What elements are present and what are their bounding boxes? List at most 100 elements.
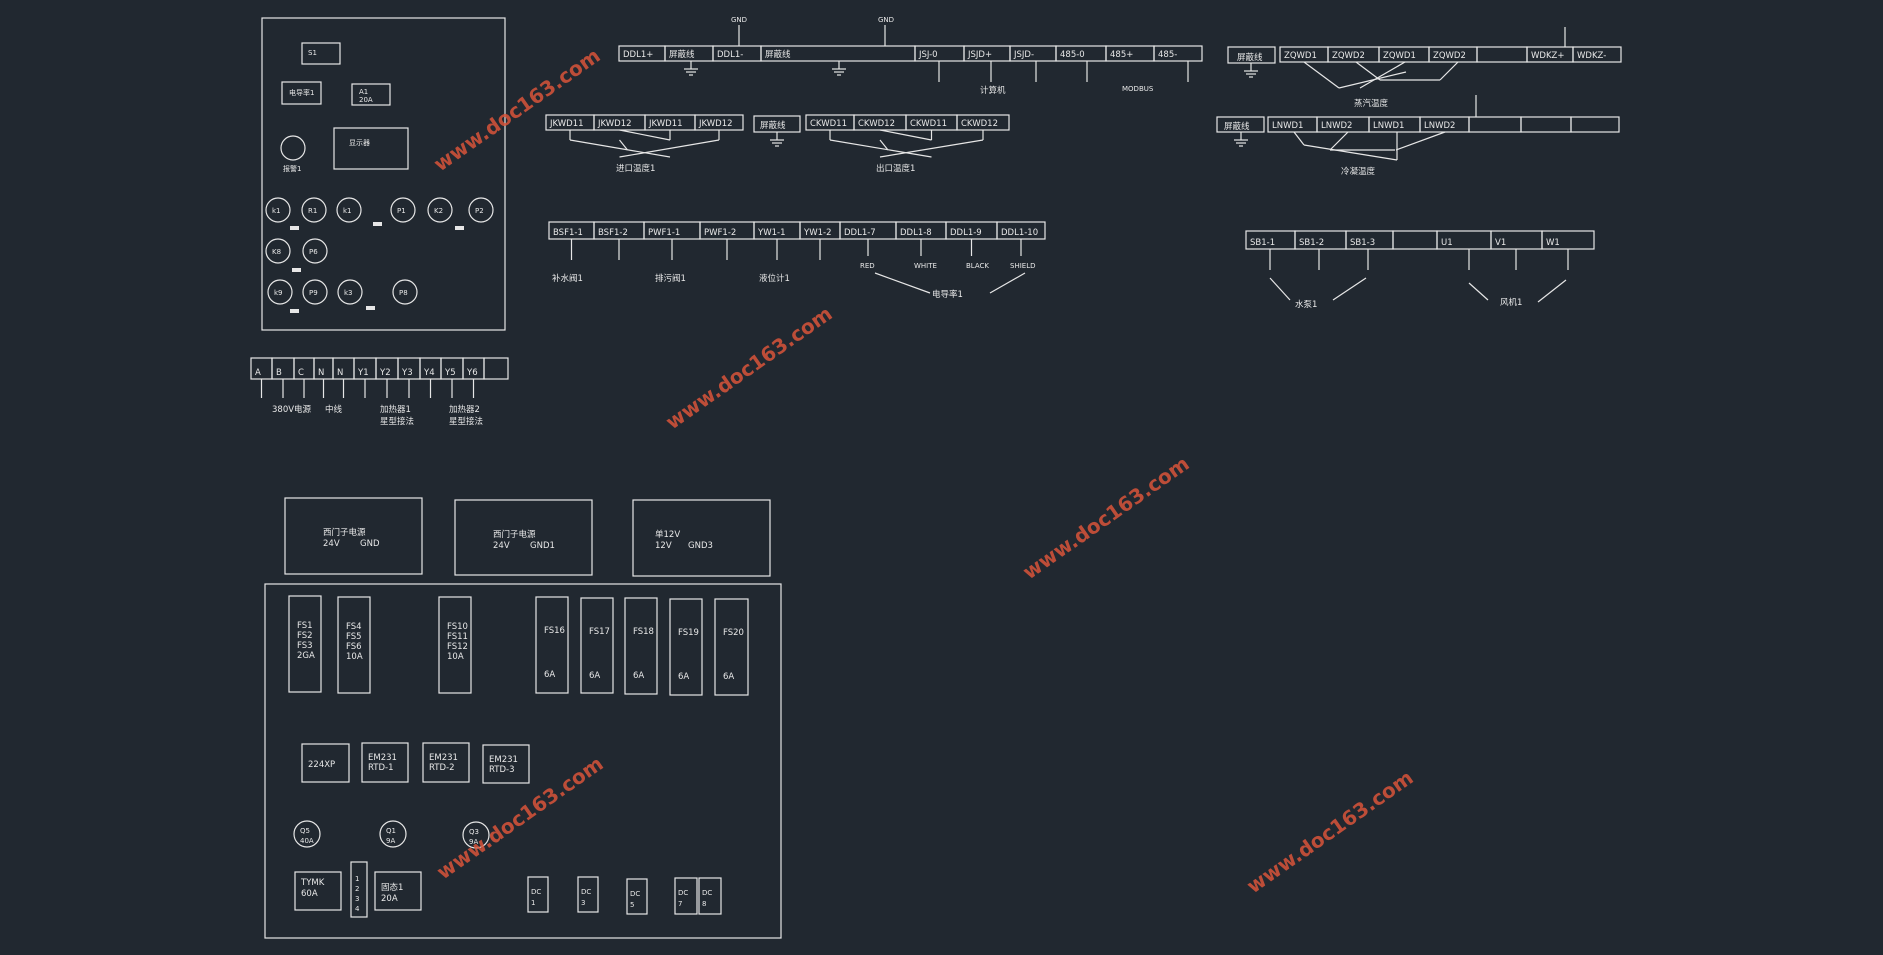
- caption: MODBUS: [1122, 85, 1154, 93]
- temp-strip-label: JKWD12: [597, 119, 632, 129]
- fuse-label: FS18: [633, 627, 654, 637]
- panel-label: 20A: [359, 96, 373, 104]
- supply-label: GND1: [530, 541, 555, 551]
- indicator-label: P1: [397, 207, 406, 215]
- steam-strip-label: ZQWD1: [1383, 51, 1416, 61]
- top-strip-label: 485+: [1110, 50, 1133, 60]
- indicator-lamp: [337, 279, 363, 305]
- temp-wire: [1329, 131, 1349, 151]
- valve-strip-label: DDL1-9: [950, 228, 982, 238]
- fuse-label: 6A: [678, 672, 689, 682]
- indicator-lamp: [392, 279, 418, 305]
- panel-label: A1: [359, 88, 368, 96]
- power-terminal-cell: [293, 357, 315, 380]
- indicator-lamp: [302, 279, 328, 305]
- motor-wire: [1537, 279, 1567, 303]
- fuse: [288, 595, 322, 693]
- valve-strip-label: DDL1-7: [844, 228, 876, 238]
- cooling-strip-cell: [1468, 116, 1522, 133]
- power-terminal-label: C: [298, 368, 304, 378]
- indicator-label: P6: [309, 248, 318, 256]
- indicator-lamp: [265, 197, 291, 223]
- fuse: [535, 596, 569, 694]
- breaker-label: 40A: [300, 837, 314, 845]
- dc-label: 3: [581, 899, 585, 907]
- power-terminal-label: N: [337, 368, 343, 378]
- supply-label: GND: [360, 539, 380, 549]
- temp-wire: [1355, 61, 1381, 81]
- conductivity-meter: [281, 81, 322, 105]
- fuse-label: FS1: [297, 621, 313, 631]
- selector-switch-mark: [290, 309, 299, 313]
- valve-strip-label: DDL1-10: [1001, 228, 1038, 238]
- valve-strip-label: YW1-1: [757, 228, 785, 238]
- power-terminal-label: Y5: [444, 368, 456, 378]
- pump-fan-strip-label: SB1-1: [1250, 238, 1275, 248]
- dc-label: 1: [531, 899, 535, 907]
- temp-wire: [619, 139, 720, 158]
- caption: 水泵1: [1295, 299, 1317, 310]
- motor-wire: [1332, 277, 1367, 301]
- cooling-strip-cell: [1520, 116, 1572, 133]
- fuse-label: FS4: [346, 622, 362, 632]
- indicator-label: P2: [475, 207, 484, 215]
- gnd-label: GND: [731, 16, 747, 24]
- power-terminal-cell: [483, 357, 509, 380]
- plc-module: [482, 744, 530, 784]
- indicator-label: K2: [434, 207, 443, 215]
- dc-relay: [674, 877, 698, 915]
- selector-switch-mark: [366, 306, 375, 310]
- terminal-number: 3: [355, 895, 359, 903]
- solid-state-relay: [374, 871, 422, 911]
- panel-label: S1: [308, 49, 317, 57]
- power-terminal-label: Y4: [423, 368, 435, 378]
- fuse-label: 6A: [723, 672, 734, 682]
- watermark: www.doc163.com: [432, 751, 608, 884]
- fuse-label: FS3: [297, 641, 313, 651]
- supply-label: 西门子电源: [323, 527, 366, 538]
- switch-s1: [301, 42, 341, 65]
- top-strip-label: 485-0: [1060, 50, 1085, 60]
- pump-fan-strip-label: SB1-3: [1350, 238, 1375, 248]
- steam-strip-label: ZQWD2: [1433, 51, 1466, 61]
- caption: 风机1: [1500, 297, 1522, 308]
- top-strip-label: JSJ-0: [918, 50, 938, 60]
- caption: 中线: [325, 404, 343, 415]
- conductivity-wire: [989, 272, 1026, 294]
- dc-label: 7: [678, 900, 682, 908]
- fuse-label: 6A: [633, 671, 644, 681]
- temp-strip-label: CKWD12: [858, 119, 895, 129]
- temp-wire: [1395, 131, 1446, 151]
- fuse-label: 6A: [589, 671, 600, 681]
- temp-wire: [879, 129, 932, 141]
- watermark: www.doc163.com: [1018, 451, 1194, 584]
- power-terminal-label: B: [276, 368, 282, 378]
- cooling-strip-label: LNWD2: [1424, 121, 1455, 131]
- caption: 补水阀1: [552, 273, 583, 284]
- indicator-label: k3: [344, 289, 353, 297]
- supply-label: 12V: [655, 541, 672, 551]
- indicator-label: P9: [309, 289, 318, 297]
- panel-label: 电导率1: [289, 88, 314, 97]
- lower-panel: [264, 583, 782, 939]
- display: [333, 127, 409, 170]
- schematic-lines: [250, 17, 1622, 939]
- fuse: [438, 596, 472, 694]
- terminal-number: 4: [355, 905, 360, 913]
- steam-strip-cell: [1476, 46, 1528, 63]
- breaker-label: Q1: [386, 827, 396, 835]
- wire-label: RED: [860, 262, 875, 270]
- pump-fan-strip-label: SB1-2: [1299, 238, 1324, 248]
- indicator-label: k9: [274, 289, 283, 297]
- circuit-breaker: [462, 821, 490, 849]
- indicator-label: K8: [272, 248, 281, 256]
- supply-label: 24V: [323, 539, 340, 549]
- fuse-label: 6A: [544, 670, 555, 680]
- control-panel: [261, 17, 506, 331]
- fuse-label: FS20: [723, 628, 744, 638]
- caption: 380V电源: [272, 404, 312, 415]
- temp-wire: [619, 129, 671, 141]
- temp-caption: 进口温度1: [616, 163, 655, 174]
- indicator-lamp: [301, 197, 327, 223]
